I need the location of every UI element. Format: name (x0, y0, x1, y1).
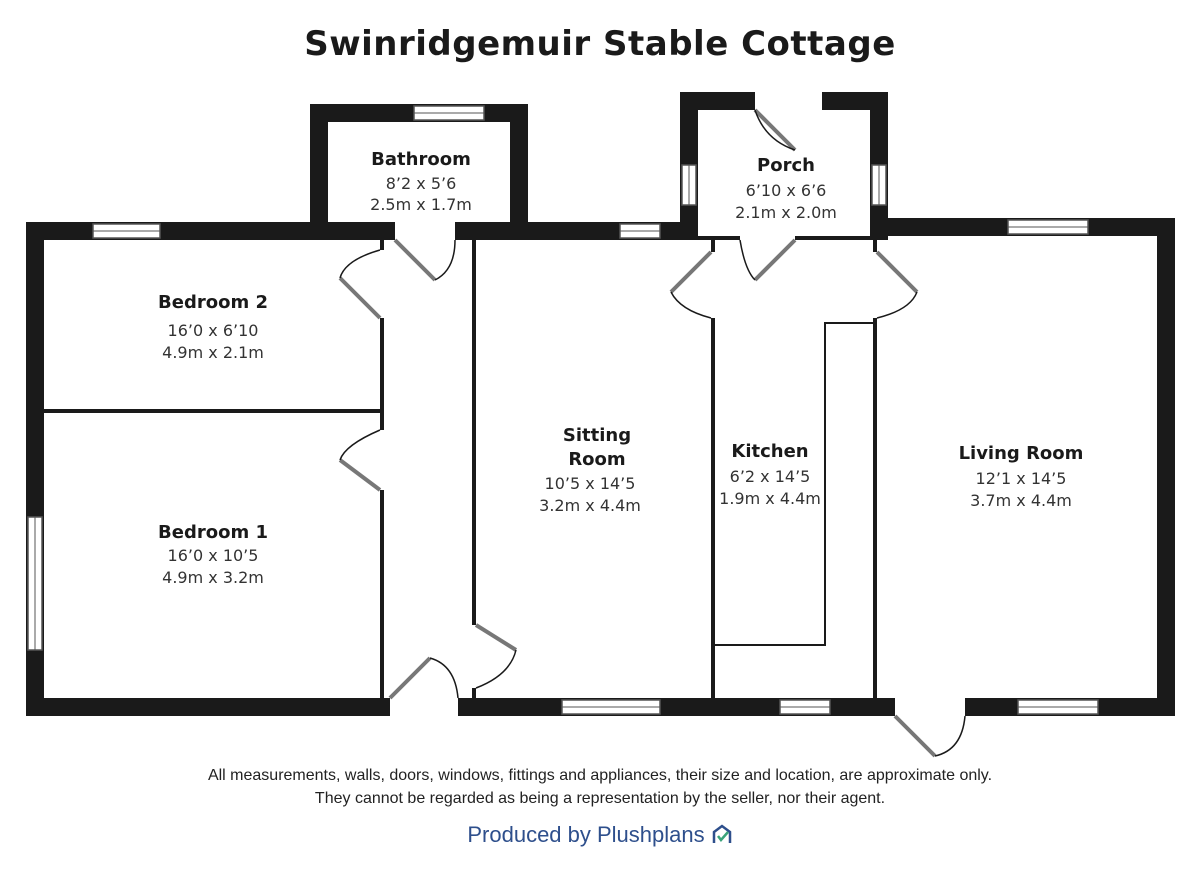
room-dimensions-metric: 4.9m x 3.2m (162, 568, 264, 587)
door-bedroom2 (338, 276, 382, 320)
room-dimensions-imperial: 10’5 x 14’5 (545, 474, 636, 493)
windows (27, 105, 1099, 715)
door-front (388, 656, 432, 700)
room-dimensions-metric: 3.7m x 4.4m (970, 491, 1072, 510)
kitchen-counter (715, 322, 873, 646)
room-dimensions-imperial: 8’2 x 5’6 (386, 174, 457, 193)
room-dimensions-metric: 1.9m x 4.4m (719, 489, 821, 508)
room-dimensions-metric: 2.5m x 1.7m (370, 195, 472, 214)
door-living-exterior (893, 714, 937, 758)
door-porch-inner (753, 238, 797, 282)
doors (338, 108, 966, 758)
room-dimensions-imperial: 16’0 x 6’10 (168, 321, 259, 340)
disclaimer-line: All measurements, walls, doors, windows,… (207, 767, 993, 784)
room-name: Bedroom 1 (158, 522, 268, 543)
credit-text: Produced by Plushplans (467, 822, 705, 847)
room-dimensions-imperial: 6’10 x 6’6 (746, 181, 827, 200)
plan-title: Swinridgemuir Stable Cottage (304, 24, 896, 64)
room-name: Bathroom (371, 149, 471, 170)
room-dimensions-metric: 2.1m x 2.0m (735, 203, 837, 222)
door-bathroom (393, 238, 437, 282)
disclaimer-line: They cannot be regarded as being a repre… (314, 790, 886, 807)
walls (26, 92, 1175, 716)
room-sitting: Sitting Room 10’5 x 14’5 3.2m x 4.4m (539, 425, 641, 515)
room-porch: Porch 6’10 x 6’6 2.1m x 2.0m (735, 155, 837, 222)
room-name: Kitchen (731, 441, 808, 462)
room-bedroom-2: Bedroom 2 16’0 x 6’10 4.9m x 2.1m (158, 292, 268, 362)
room-dimensions-metric: 4.9m x 2.1m (162, 343, 264, 362)
room-dimensions-imperial: 16’0 x 10’5 (168, 546, 259, 565)
room-bedroom-1: Bedroom 1 16’0 x 10’5 4.9m x 3.2m (158, 522, 268, 587)
room-name: Porch (757, 155, 815, 176)
door-porch-entrance (753, 108, 797, 152)
room-dimensions-imperial: 12’1 x 14’5 (976, 469, 1067, 488)
door-bedroom1 (338, 458, 382, 492)
room-kitchen: Kitchen 6’2 x 14’5 1.9m x 4.4m (719, 441, 821, 508)
room-bathroom: Bathroom 8’2 x 5’6 2.5m x 1.7m (370, 149, 472, 214)
room-dimensions-metric: 3.2m x 4.4m (539, 496, 641, 515)
house-check-icon (712, 824, 731, 843)
room-name: Room (568, 449, 625, 470)
room-name: Bedroom 2 (158, 292, 268, 313)
room-name: Living Room (959, 443, 1084, 464)
room-dimensions-imperial: 6’2 x 14’5 (730, 467, 811, 486)
door-kitchen (669, 250, 713, 294)
credit: Produced by Plushplans (0, 822, 1200, 848)
door-sitting (474, 623, 518, 652)
room-living: Living Room 12’1 x 14’5 3.7m x 4.4m (959, 443, 1084, 510)
door-living (875, 250, 919, 294)
room-name: Sitting (563, 425, 631, 446)
disclaimer: All measurements, walls, doors, windows,… (0, 764, 1200, 810)
